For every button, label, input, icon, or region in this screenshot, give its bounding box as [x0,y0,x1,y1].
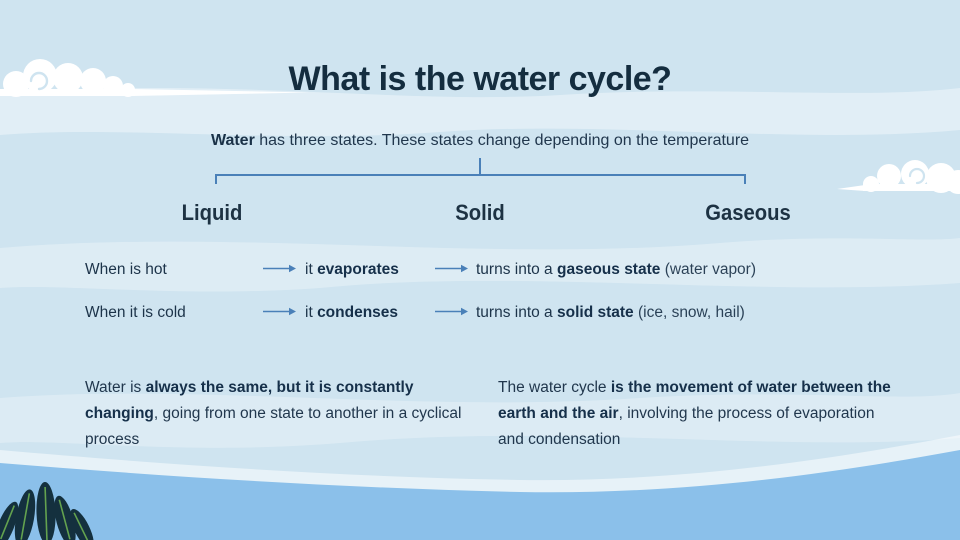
result-note: (water vapor) [660,261,757,278]
page-title: What is the water cycle? [288,60,672,98]
condition-text: When is hot [85,261,167,278]
action-text: it evaporates [305,261,399,279]
result-bold: gaseous state [557,261,661,278]
leaves-icon [0,482,94,540]
result-text: turns into a solid state (ice, snow, hai… [476,304,745,322]
state-label-liquid: Liquid [181,200,243,225]
note-water-constant: Water is always the same, but it is cons… [85,375,467,453]
result-bold: solid state [557,304,634,321]
result-prefix: turns into a [476,261,557,278]
action-bold: evaporates [317,261,399,278]
right-arrow-icon [263,304,297,322]
note-bold: always the same, but it is constantly ch… [85,379,414,422]
state-label-solid: Solid [455,200,505,225]
condition-text: When it is cold [85,304,186,321]
subtitle: Water has three states. These states cha… [0,132,960,150]
result-text: turns into a gaseous state (water vapor) [476,261,756,279]
flow-row-hot: When is hot it evaporates turns into a g… [85,261,905,283]
right-arrow-icon [263,261,297,279]
bracket-stem [479,158,481,175]
cloud-icon [837,160,960,194]
right-arrow-icon [435,304,469,322]
note-prefix: The water cycle [498,379,611,396]
action-prefix: it [305,261,318,278]
note-cycle-definition: The water cycle is the movement of water… [498,375,896,453]
action-bold: condenses [317,304,399,321]
note-bold: is the movement of water between the ear… [498,379,891,422]
state-label-gaseous: Gaseous [705,200,791,225]
subtitle-rest: has three states. These states change de… [254,132,750,149]
flow-row-cold: When it is cold it condenses turns into … [85,304,905,326]
action-prefix: it [305,304,318,321]
grouping-bracket [215,174,746,184]
action-text: it condenses [305,304,398,322]
right-arrow-icon [435,261,469,279]
result-note: (ice, snow, hail) [633,304,745,321]
subtitle-lead: Water [210,132,255,149]
note-prefix: Water is [85,379,146,396]
result-prefix: turns into a [476,304,557,321]
